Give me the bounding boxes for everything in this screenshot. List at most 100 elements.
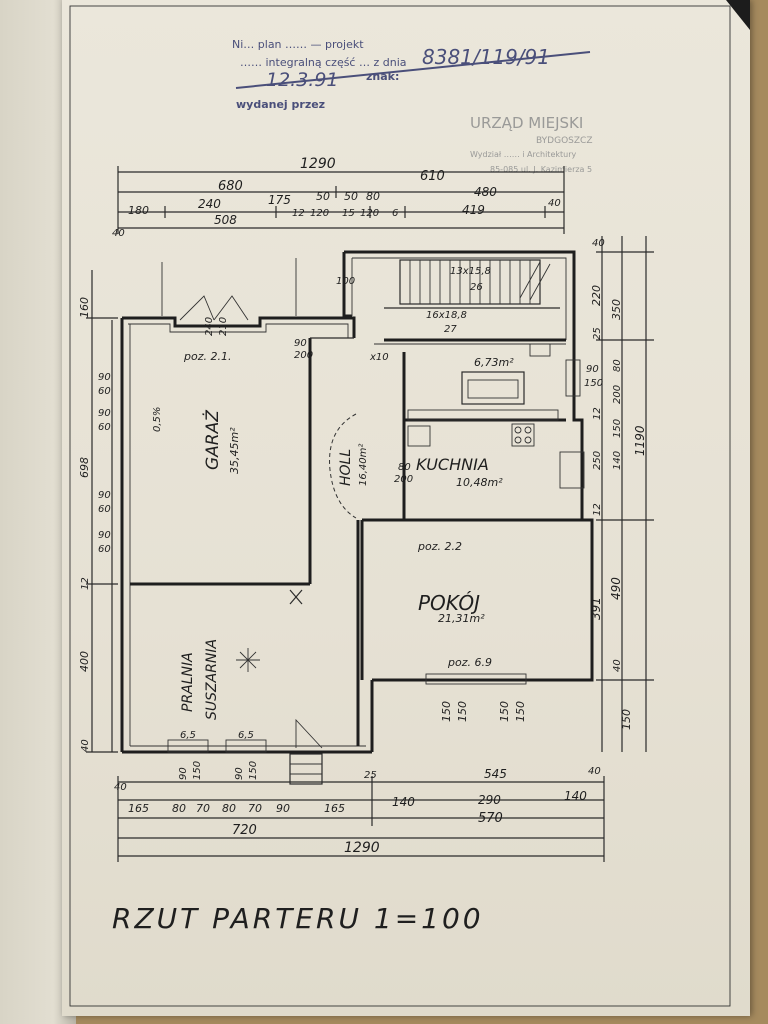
kitchen-door-200: 200 [394,474,413,485]
hall-name: HOLL [338,449,354,486]
door-240: 240 [204,317,215,336]
stamp-line-1: Ni… plan …… — projekt [232,38,364,51]
dim-top-r1-0: 680 [218,179,243,194]
dim-right-0: 40 [592,238,605,249]
dim-left-8: 90 [98,530,111,541]
drawing-title: RZUT PARTERU 1=100 [112,902,484,935]
dim-bot-r3-0: 720 [232,823,257,838]
door-200: 200 [294,350,313,361]
dim-bot-r2-9: 140 [564,789,587,803]
dim-top-r2-4: 80 [366,190,380,203]
dim-bot-r3-1: 570 [478,811,503,826]
dim-right-12: 1190 [633,425,647,456]
dim-top-r3-1: 508 [214,213,237,227]
dim-right-4: 90 [586,364,599,375]
dim-bot-r2-4: 70 [248,802,262,815]
dim-top-r3-3: 120 [310,208,329,219]
dim-left-12: 40 [80,739,91,752]
window-label-1: 6,5 [180,730,196,741]
bottom-dimensions: 40 25 545 40 165 80 70 80 70 90 165 140 … [114,766,605,862]
dim-right-14: 391 [589,597,603,620]
stairs-upper-count: 26 [470,282,483,293]
garage-name: GARAŻ [202,410,223,470]
dim-top-r2-3: 50 [344,190,358,203]
stamp-znak-value: 8381/119/91 [422,45,550,69]
dim-right-11: 80 [612,359,623,372]
dim-left-11: 400 [78,651,91,672]
dim-right-10: 150 [612,419,623,438]
right-dimensions: 40 220 350 25 90 150 250 12 200 140 150 … [584,236,654,752]
dim-right-16: 40 [612,659,623,672]
dim-top-r3-8: 40 [548,198,561,209]
office-stamp-name: URZĄD MIEJSKI [470,114,583,132]
dim-top-r2-2: 50 [316,190,330,203]
dim-right-7: 12 [592,407,603,420]
wh-90-b: 90 [234,767,245,780]
laundry-floor-drain [236,648,260,672]
dim-top-r3-5: 120 [360,208,379,219]
wh-150-f: 150 [248,761,259,780]
kitchen-name: KUCHNIA [416,455,489,474]
dim-left-7: 60 [98,504,111,515]
room-name: POKÓJ [418,591,480,615]
drawing-sheet [62,0,750,1016]
wh-150-c: 150 [498,701,511,722]
dim-right-2: 350 [610,299,623,320]
building-walls [120,250,594,785]
office-stamp-city: BYDGOSZCZ [536,136,593,146]
stamp-underline [235,51,591,89]
dim-top-r3-7: 419 [462,203,485,217]
dim-top-total: 1290 [300,156,336,172]
dim-bot-r2-2: 70 [196,802,210,815]
window-heights: 90 150 90 150 150 150 150 150 [178,701,527,780]
stairs-lower-count: 27 [444,324,457,335]
dim-left-10: 12 [80,577,91,590]
dim-left-4: 60 [98,422,111,433]
room-labels: GARAŻ 35,45m² poz. 2.1. 0,5% HOLL 16,40m… [152,266,514,741]
office-stamp-dept: Wydział …… i Architektury [470,150,576,159]
dim-top-r2-1: 175 [268,193,291,207]
dim-bot-total: 1290 [344,840,380,856]
dim-top-corner: 40 [112,228,125,239]
kitchen-area: 10,48m² [456,476,503,489]
dim-bot-r1-2: 545 [484,767,507,781]
dim-right-13: 12 [592,503,603,516]
dim-bot-r1-3: 40 [588,766,601,777]
dim-left-9: 60 [98,544,111,555]
dim-top-r3-4: 15 [342,208,355,219]
top-dimensions: 1290 680 610 240 175 50 50 80 480 180 50… [112,156,565,239]
dim-right-6: 250 [592,451,603,470]
dim-bot-r2-7: 140 [392,795,415,809]
left-dimensions: 160 90 60 90 60 698 90 60 90 60 12 400 4… [78,270,118,753]
stamp-issued-by: wydanej przez [236,98,325,111]
dim-right-8: 200 [612,385,623,404]
dim-top-r2-0: 240 [198,197,221,211]
dim-top-r3-0: 180 [128,204,149,217]
garage-slope: 0,5% [152,407,163,432]
office-stamp-address: 85-085 ul. J. Kazimierza 5 [490,165,592,174]
laundry-name-2: SUSZARNIA [204,639,220,720]
approval-stamp: Ni… plan …… — projekt …… integralną częś… [232,38,593,174]
dim-right-5: 150 [584,378,603,389]
stairs-lower-size: 16x18,8 [426,310,467,321]
dim-right-9: 140 [612,451,623,470]
bottom-level: poz. 6.9 [447,656,492,669]
dim-top-r3-2: 12 [292,208,305,219]
wh-150-e: 150 [192,761,203,780]
stamp-number: 12.3.91 [266,69,339,91]
door-90: 90 [294,338,307,349]
dim-left-3: 90 [98,408,111,419]
dim-bot-r1-0: 40 [114,782,127,793]
garage-level: poz. 2.1. [183,350,231,363]
stairs-upper-size: 13x15,8 [450,266,491,277]
dim-left-6: 90 [98,490,111,501]
dim-left-2: 60 [98,386,111,397]
dim-bot-r2-3: 80 [222,802,236,815]
kitchen-door-80: 80 [398,462,411,473]
door-x10: x10 [369,352,389,363]
garage-area: 35,45m² [228,427,241,474]
dim-right-1: 220 [590,285,603,306]
wh-150-a: 150 [440,701,453,722]
dim-top-r1-1: 610 [420,169,445,184]
